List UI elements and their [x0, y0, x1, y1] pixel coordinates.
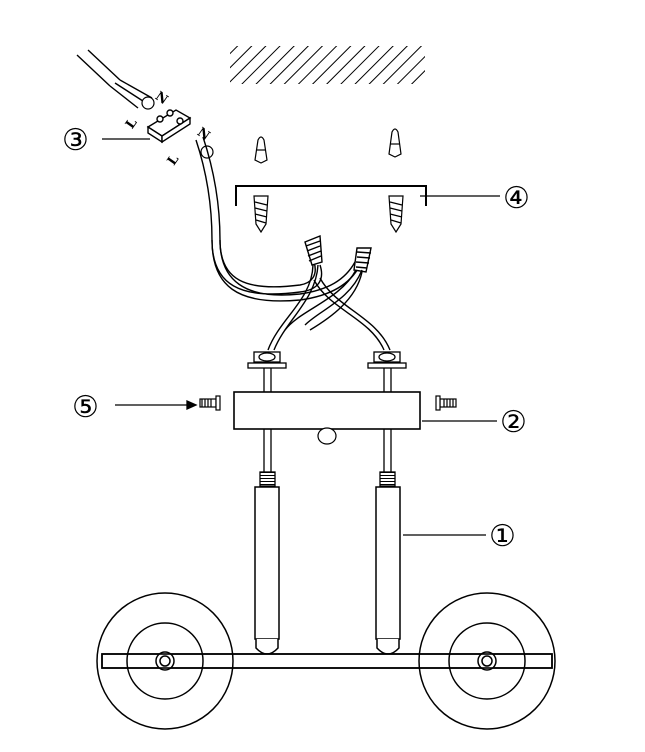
callout-2: ②	[500, 405, 527, 440]
screw-right	[388, 195, 404, 234]
disc-right	[418, 592, 556, 730]
crossbar-outline	[101, 653, 553, 669]
tube-right	[375, 486, 401, 655]
nut-left	[247, 351, 287, 392]
earth-symbol-top-icon	[141, 96, 155, 110]
canopy	[233, 391, 421, 430]
wire-label-l-bottom: L	[165, 152, 183, 168]
disc-left	[96, 592, 234, 730]
supply-cable	[76, 49, 153, 109]
rod-left	[259, 429, 276, 487]
wire-label-l-top: L	[123, 116, 141, 132]
leader-lines	[102, 138, 500, 536]
tube-left	[254, 486, 280, 655]
canopy-knob	[317, 427, 337, 445]
screw-left	[253, 195, 269, 234]
callout-3: ③	[62, 123, 89, 158]
side-screw-left	[199, 395, 221, 411]
wire-label-n-top: N	[152, 89, 170, 108]
nut-right	[367, 351, 407, 392]
internal-wires	[267, 264, 391, 351]
wire-nut-right	[353, 247, 372, 273]
callout-5: ⑤	[72, 390, 99, 425]
terminal-block	[146, 109, 192, 144]
callout-1: ①	[489, 519, 516, 554]
fixture-cable	[195, 136, 361, 302]
side-screw-right	[435, 395, 457, 411]
leader-5-arrowhead	[186, 399, 198, 411]
wall-plug-left	[254, 136, 268, 164]
ceiling-hatch	[230, 46, 425, 84]
callout-4: ④	[503, 181, 530, 216]
rod-right	[379, 429, 396, 487]
wall-plug-right	[388, 128, 402, 158]
wire-nut-left	[304, 234, 323, 266]
